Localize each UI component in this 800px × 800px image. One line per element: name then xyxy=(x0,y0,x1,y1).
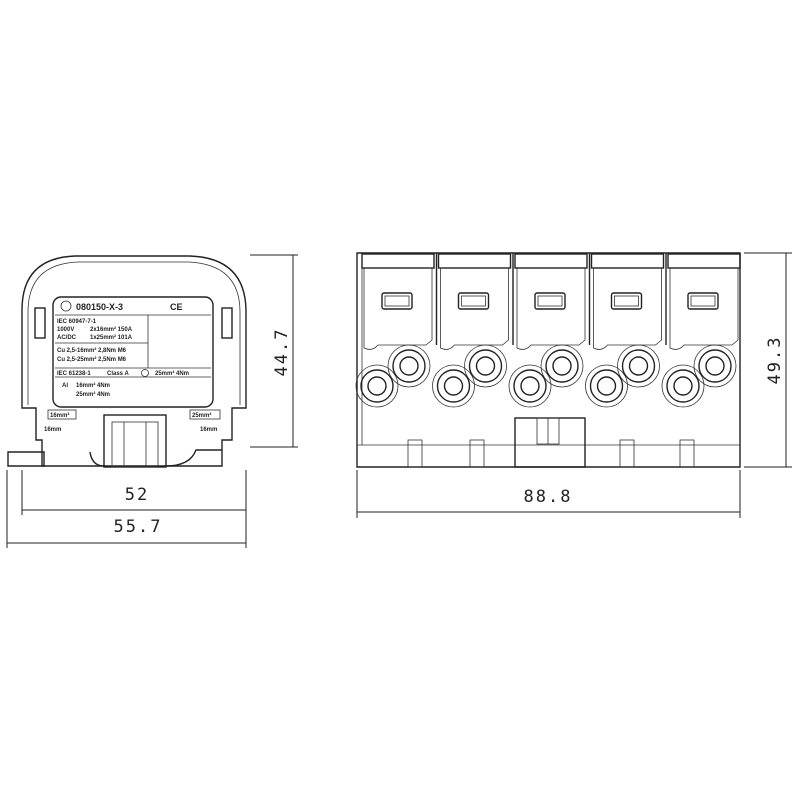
dimension-side-width-inner: 52 xyxy=(21,470,247,548)
left-tag-text: 16mm² xyxy=(50,412,69,419)
screw-ring xyxy=(621,349,656,383)
terminal-module xyxy=(661,253,741,408)
screw-outer-ring xyxy=(355,364,399,408)
rating-label: 080150-X-3 CE IEC 60947-7-1 1000V AC/DC … xyxy=(52,296,214,408)
screw-ring xyxy=(360,369,394,403)
module-window xyxy=(610,292,643,310)
screw-outer-ring xyxy=(617,344,660,388)
screw-outer-ring xyxy=(432,364,475,408)
screw-ring xyxy=(698,349,732,383)
class: Class A xyxy=(107,371,129,377)
side-inner-outline xyxy=(27,261,241,405)
center-latch xyxy=(514,417,586,468)
foot-notch xyxy=(679,439,695,468)
cu-spec-2: Cu 2,5-25mm² 2,5Nm M6 xyxy=(57,356,127,363)
module-window xyxy=(534,292,566,310)
dimension-side-height: 44.7 xyxy=(250,254,298,448)
foot-right xyxy=(165,449,222,467)
screw-icon xyxy=(367,376,387,396)
module-window xyxy=(381,292,413,310)
standard-1: IEC 60947-7-1 xyxy=(57,319,97,325)
standard-2: IEC 61238-1 xyxy=(57,371,91,377)
dimension-label-55-7: 55.7 xyxy=(114,517,163,537)
dimension-side-width-outer: 55.7 xyxy=(6,470,246,548)
part-number: 080150-X-3 xyxy=(76,302,123,312)
screw-outer-ring xyxy=(508,364,552,408)
dimension-label-88-8: 88.8 xyxy=(524,487,573,507)
foot-notch xyxy=(407,439,423,468)
module-top-cap xyxy=(590,253,665,269)
terminal-module xyxy=(508,253,588,408)
screw-icon xyxy=(475,356,496,376)
screw-outer-ring xyxy=(464,344,507,388)
screw-icon xyxy=(399,356,419,376)
side-view: 080150-X-3 CE IEC 60947-7-1 1000V AC/DC … xyxy=(7,255,247,468)
right-tag xyxy=(189,409,221,420)
al-label: Al xyxy=(62,383,68,389)
screw-outer-ring xyxy=(661,364,705,408)
voltage: 1000V xyxy=(57,327,74,333)
terminal-module xyxy=(432,253,512,408)
screw-outer-ring xyxy=(540,344,584,388)
class-torque: 25mm² 4Nm xyxy=(155,370,189,377)
module-top-cap xyxy=(361,253,435,269)
manufacturer-logo-icon xyxy=(60,300,72,312)
screw-icon xyxy=(673,376,693,396)
center-clamp xyxy=(103,414,167,468)
screw-ring xyxy=(545,349,579,383)
screw-icon xyxy=(552,356,572,376)
rating-1: 2x16mm² 150A xyxy=(90,326,133,333)
module-window xyxy=(687,292,719,310)
screw-ring xyxy=(666,369,700,403)
rating-2: 1x25mm² 101A xyxy=(90,334,133,341)
side-slot-left xyxy=(34,307,46,339)
front-body-outline xyxy=(356,252,741,468)
class-symbol-icon xyxy=(141,369,149,377)
foot-notch xyxy=(619,439,635,468)
module-top-cap xyxy=(514,253,588,269)
dimension-label-44-7: 44.7 xyxy=(272,328,292,377)
screw-ring xyxy=(589,369,624,403)
terminal-module xyxy=(355,253,435,408)
screw-icon xyxy=(443,376,464,396)
screw-ring xyxy=(513,369,547,403)
foot-left xyxy=(89,451,105,467)
module-window xyxy=(457,292,490,310)
screw-icon xyxy=(520,376,540,396)
screw-ring xyxy=(436,369,471,403)
right-tag-text: 25mm² xyxy=(192,412,211,419)
screw-outer-ring xyxy=(585,364,628,408)
al-spec-1: 16mm² 4Nm xyxy=(76,382,110,389)
din-rail-left xyxy=(7,451,45,467)
screw-ring xyxy=(468,349,503,383)
screw-ring xyxy=(392,349,426,383)
module-top-cap xyxy=(437,253,512,269)
side-slot-right xyxy=(221,307,233,339)
left-small-text: 16mm xyxy=(44,427,61,433)
current-type: AC/DC xyxy=(57,335,77,341)
al-spec-2: 25mm² 4Nm xyxy=(76,391,110,398)
module-top-cap xyxy=(667,253,741,269)
foot-notch xyxy=(469,439,485,468)
dimension-label-49-3: 49.3 xyxy=(765,336,785,385)
dimension-label-52: 52 xyxy=(125,485,149,505)
side-body-outline xyxy=(21,255,247,467)
dimension-front-width: 88.8 xyxy=(356,470,741,518)
screw-icon xyxy=(596,376,617,396)
ce-mark: CE xyxy=(170,302,183,312)
screw-icon xyxy=(705,356,725,376)
right-small-text: 16mm xyxy=(200,427,217,433)
screw-icon xyxy=(628,356,649,376)
left-tag xyxy=(47,409,77,420)
cu-spec-1: Cu 2,5-16mm² 2,8Nm M6 xyxy=(57,347,127,354)
dimension-front-height: 49.3 xyxy=(744,252,792,468)
front-view xyxy=(355,252,741,468)
terminal-module xyxy=(585,253,665,408)
screw-outer-ring xyxy=(387,344,431,388)
screw-outer-ring xyxy=(693,344,737,388)
